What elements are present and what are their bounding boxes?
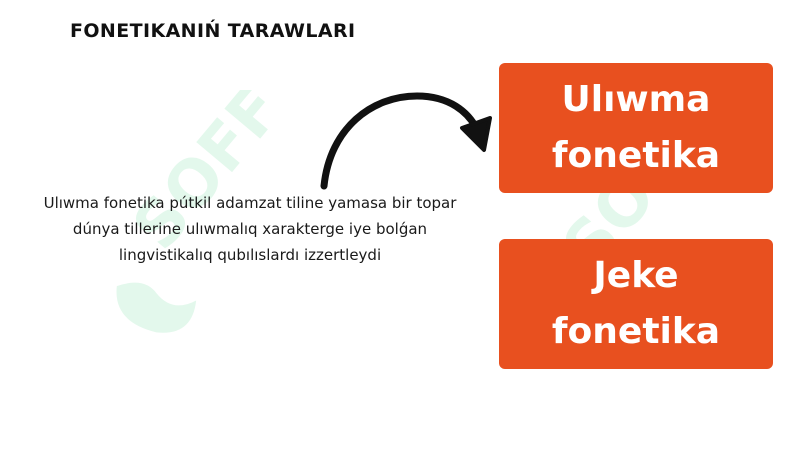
page-title: FONETIKANIŃ TARAWLARI — [70, 20, 356, 42]
description-line: dúnya tillerine ulıwmalıq xarakterge iye… — [72, 220, 428, 238]
card-label: fonetika — [551, 135, 721, 176]
watermark-leaf-icon — [116, 282, 197, 333]
card-label: fonetika — [551, 311, 721, 352]
description-line: lingvistikalıq qubılıslardı izzertleydi — [118, 246, 382, 264]
card-label: Jeke — [593, 255, 679, 296]
description-line: Ulıwma fonetika pútkil adamzat tiline ya… — [43, 194, 457, 212]
card-specific-phonetics: Jeke fonetika — [499, 239, 773, 369]
card-general-phonetics: Ulıwma fonetika — [499, 63, 773, 193]
description-text: Ulıwma fonetika pútkil adamzat tiline ya… — [0, 190, 500, 268]
card-label: Ulıwma — [561, 79, 711, 120]
curved-arrow-icon — [312, 88, 492, 202]
